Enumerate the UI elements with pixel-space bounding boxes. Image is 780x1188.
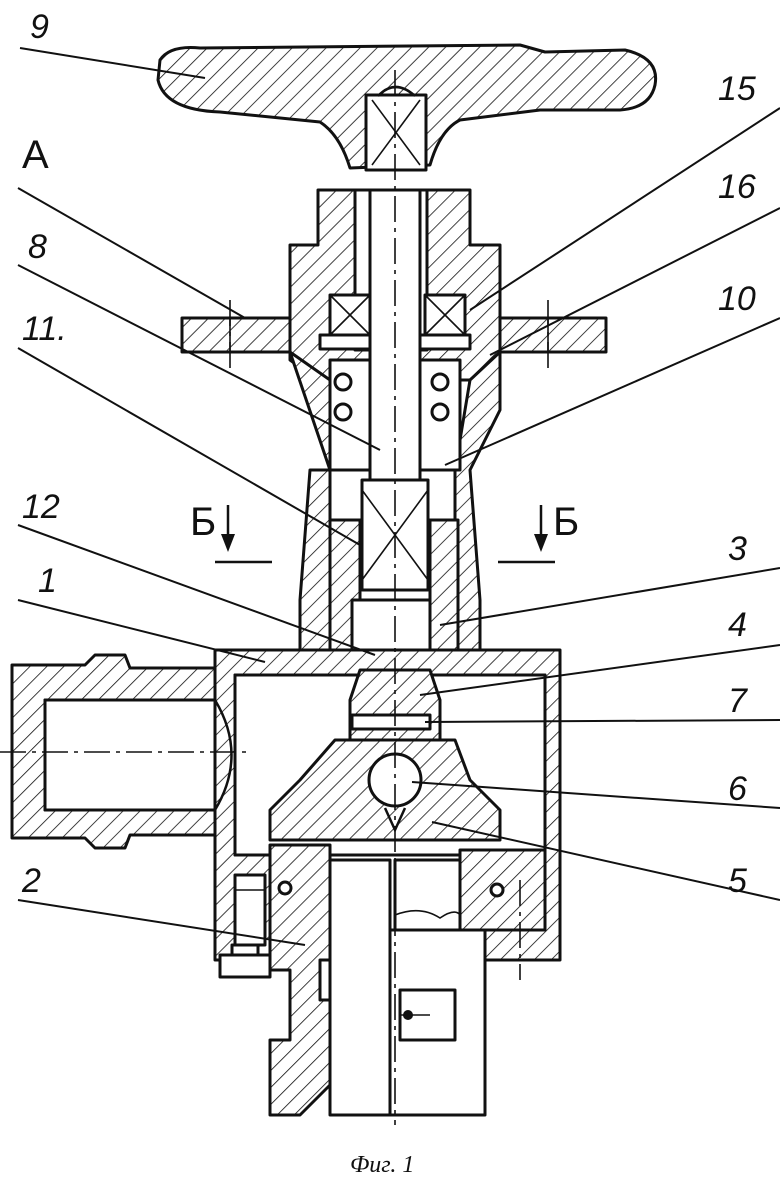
outlet-body: [268, 843, 547, 1117]
valve-plug-assembly: [268, 668, 502, 842]
label-part-2: 2: [21, 862, 41, 900]
label-part-1: 1: [38, 562, 57, 600]
label-view-a: A: [22, 133, 49, 177]
label-part-16: 16: [718, 168, 756, 206]
label-part-9: 9: [30, 8, 49, 46]
valve-neck: [288, 350, 502, 652]
section-mark-left: [215, 505, 272, 564]
label-section-right: Б: [553, 500, 579, 544]
label-section-left: Б: [190, 500, 216, 544]
label-part-12: 12: [22, 488, 60, 526]
label-part-6: 6: [728, 770, 747, 808]
figure-caption: Фиг. 1: [350, 1152, 414, 1178]
bolt: [218, 873, 293, 979]
label-part-15: 15: [718, 70, 756, 108]
handwheel: [156, 43, 658, 172]
label-part-4: 4: [728, 606, 747, 644]
label-part-8: 8: [28, 228, 47, 266]
label-part-11: 11.: [22, 310, 67, 348]
mounting-flange: [180, 316, 608, 354]
label-part-5: 5: [728, 862, 747, 900]
leader-lines: [17, 47, 780, 946]
section-mark-right: [498, 505, 555, 564]
label-part-7: 7: [728, 682, 748, 720]
side-inlet-nozzle: [10, 653, 233, 850]
label-part-3: 3: [728, 530, 747, 568]
spindle: [328, 188, 460, 672]
label-part-10: 10: [718, 280, 756, 318]
